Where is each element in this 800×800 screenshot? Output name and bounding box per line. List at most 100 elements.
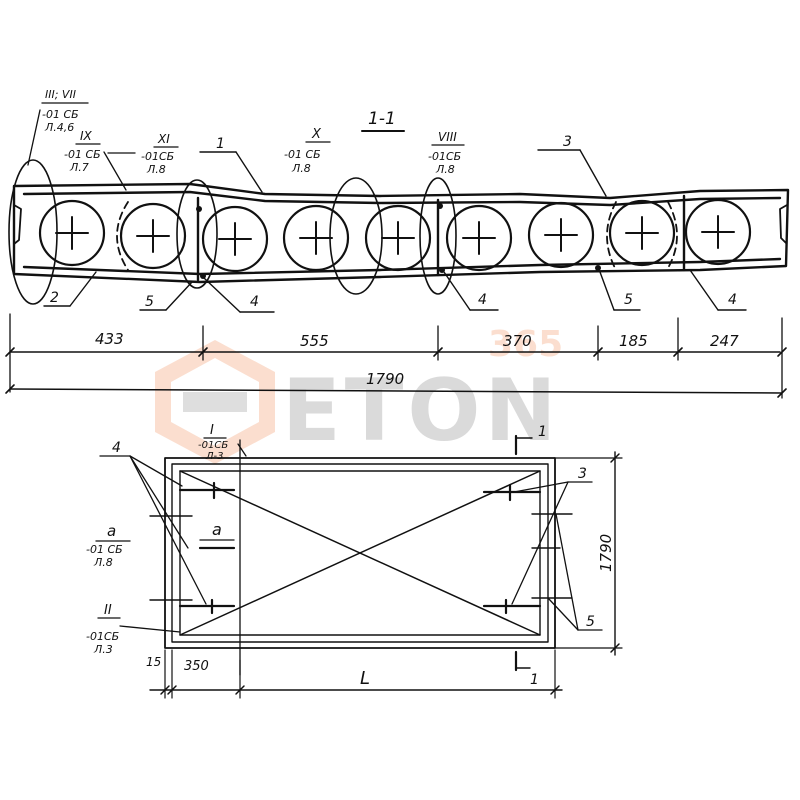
ref-5-mark: VIII — [438, 130, 457, 144]
weld-dot-5 — [595, 265, 601, 271]
svg-text:1: 1 — [216, 136, 225, 152]
dim-247: 247 — [710, 332, 739, 350]
weld-dot-4 — [439, 267, 445, 273]
ref-3-sheet: -01СБ — [141, 150, 174, 163]
plan-label-4: 4 — [99, 440, 207, 605]
svg-text:5: 5 — [586, 614, 595, 630]
ref-5-sheet: -01СБ — [428, 150, 461, 163]
svg-text:а: а — [212, 520, 222, 539]
ref-7-mark: а — [107, 522, 116, 540]
right-end-groove — [779, 204, 788, 244]
watermark: 365 ETON — [155, 324, 563, 464]
dashed-loop-left — [116, 201, 129, 271]
detail-ellipse-xi — [176, 179, 218, 289]
svg-text:5: 5 — [624, 292, 633, 308]
ref-7-sheet: -01 СБ — [86, 543, 123, 556]
ref-7-page: Л.8 — [93, 556, 113, 569]
plan-outer-contour — [164, 457, 556, 649]
svg-text:5: 5 — [145, 294, 154, 310]
plan-length-dimension: 15 350 L — [146, 649, 563, 699]
void-3 — [201, 205, 269, 273]
label-4-c: 4 — [689, 269, 747, 311]
label-1: 1 — [199, 136, 263, 193]
ref-callout-1: III; VII -01 СБ Л.4,6 — [27, 88, 89, 166]
svg-text:3: 3 — [578, 466, 587, 482]
detail-ellipse-left-end — [8, 159, 58, 305]
plan-width-value: 1790 — [597, 534, 615, 572]
svg-text:4: 4 — [728, 292, 737, 308]
ref-callout-2: IX -01 СБ Л.7 — [64, 129, 127, 191]
plan-dim-350: 350 — [184, 659, 209, 674]
weld-dot-2 — [200, 273, 206, 279]
ref-callout-6: I -01СБ Л-3 — [198, 423, 247, 462]
plan-inner-contour — [171, 463, 549, 643]
svg-text:1: 1 — [538, 424, 547, 440]
detail-ellipse-x — [329, 177, 383, 295]
section-title: 1-1 — [368, 109, 396, 129]
svg-text:2: 2 — [50, 290, 59, 306]
plan-label-3: 3 — [511, 466, 593, 605]
lower-rebar — [22, 257, 782, 276]
ref-4-sheet: -01 СБ — [284, 148, 321, 161]
ref-8-sheet: -01СБ — [86, 630, 119, 643]
ref-6-page: Л-3 — [205, 451, 224, 462]
ref-4-mark: X — [311, 127, 322, 142]
section-cut-bottom: 1 — [514, 650, 539, 688]
ref-8-page: Л.3 — [93, 643, 113, 656]
dashed-loop-right — [606, 201, 617, 271]
label-4-a: 4 — [203, 277, 275, 313]
weld-dot-1 — [196, 206, 202, 212]
ref-callout-8: II -01СБ Л.3 — [86, 603, 181, 656]
ref-2-page: Л.7 — [69, 161, 89, 174]
detail-ellipse-viii — [419, 177, 457, 295]
plan-dim-L: L — [360, 668, 370, 689]
dimension-chain: 433 555 370 185 247 1790 — [5, 313, 787, 399]
left-end-groove — [13, 204, 22, 245]
dim-total: 1790 — [366, 370, 404, 388]
ref-6-sheet: -01СБ — [198, 440, 228, 451]
void-7 — [527, 201, 595, 269]
slab-outline — [12, 182, 790, 284]
ref-1-page: Л.4,6 — [44, 121, 74, 134]
void-9 — [684, 198, 752, 266]
ref-callout-7: а -01 СБ Л.8 — [86, 522, 131, 569]
dashed-loop-right-2 — [667, 201, 678, 269]
dim-370: 370 — [503, 332, 532, 350]
plan-label-5: 5 — [547, 513, 603, 631]
void-4 — [282, 204, 350, 272]
void-1 — [38, 199, 106, 267]
void-6 — [445, 204, 513, 272]
plan-dim-15: 15 — [146, 655, 161, 669]
ref-callout-4: X -01 СБ Л.8 — [284, 127, 331, 175]
watermark-logo-icon — [155, 340, 275, 464]
watermark-number: 365 — [488, 324, 563, 365]
label-2: 2 — [43, 271, 97, 307]
ref-3-mark: XI — [157, 132, 170, 146]
ref-1-sheet: -01 СБ — [42, 108, 79, 121]
dim-433: 433 — [95, 330, 124, 348]
plan-label-a: а — [199, 520, 235, 541]
svg-text:3: 3 — [563, 134, 572, 150]
ref-callout-3: XI -01СБ Л.8 — [107, 132, 179, 176]
label-3: 3 — [537, 134, 607, 197]
plan-width-dimension: 1790 — [553, 451, 623, 656]
void-8 — [608, 199, 676, 267]
section-cut-top: 1 — [514, 424, 547, 456]
ref-4-page: Л.8 — [291, 162, 311, 175]
label-5-a: 5 — [139, 281, 193, 311]
dim-555: 555 — [300, 332, 329, 350]
ref-1-mark: III; VII — [45, 88, 76, 101]
label-5-b: 5 — [599, 271, 641, 311]
watermark-word: ETON — [282, 361, 561, 461]
svg-text:1: 1 — [530, 672, 539, 688]
svg-text:4: 4 — [250, 294, 259, 310]
ref-5-page: Л.8 — [435, 163, 455, 176]
dim-185: 185 — [619, 332, 648, 350]
ref-2-sheet: -01 СБ — [64, 148, 101, 161]
ref-6-mark: I — [210, 423, 214, 438]
void-2 — [119, 202, 187, 270]
slab-section: 1-1 — [5, 88, 790, 399]
svg-text:4: 4 — [112, 440, 121, 456]
void-5 — [364, 204, 432, 272]
